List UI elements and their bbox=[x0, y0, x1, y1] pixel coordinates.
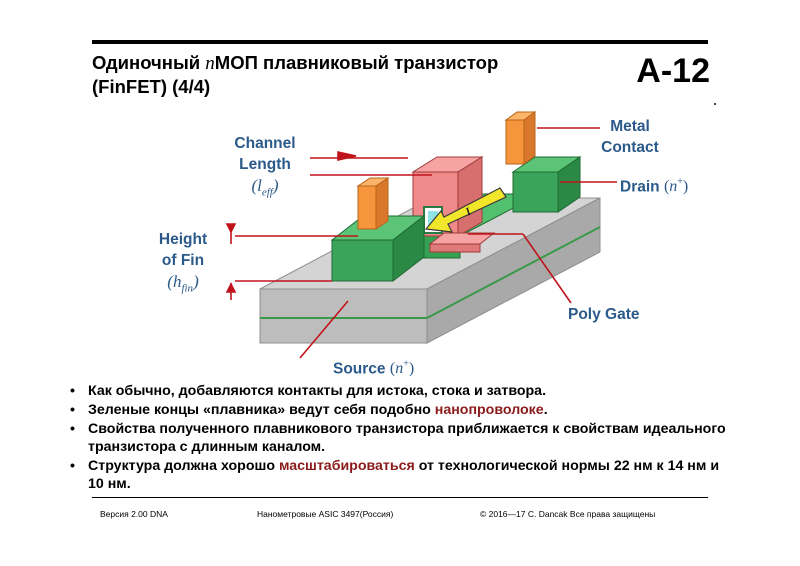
poly-gate-label: Poly Gate bbox=[568, 306, 640, 323]
footer-copyright: © 2016—17 C. Dancak Все права защищены bbox=[480, 509, 656, 519]
bullet-item: •Как обычно, добавляются контакты для ис… bbox=[70, 383, 547, 399]
drain-block bbox=[511, 156, 582, 213]
bullet-list: •Как обычно, добавляются контакты для ис… bbox=[70, 382, 730, 494]
metal-contact-source bbox=[356, 177, 390, 230]
slide-number: A-12 bbox=[636, 52, 710, 90]
bullet-item: •Зеленые концы «плавника» ведут себя под… bbox=[70, 402, 548, 418]
slide-title: Одиночный nМОП плавниковый транзистор(Fi… bbox=[92, 52, 499, 97]
metal-contact-drain bbox=[504, 111, 537, 165]
footer-course: Нанометровые ASIC 3497(Россия) bbox=[257, 509, 394, 519]
title-top-rule bbox=[92, 40, 708, 44]
footer-version: Версия 2.00 DNA bbox=[100, 509, 168, 519]
footer-rule bbox=[92, 497, 708, 498]
pointer-lines bbox=[225, 127, 617, 359]
bullet-item: •Структура должна хорошо масштабироватьс… bbox=[70, 458, 720, 492]
source-label: Source (n+) bbox=[333, 359, 415, 378]
metal-contact-label: Metal Contact bbox=[601, 118, 659, 156]
current-label: I bbox=[463, 205, 474, 218]
drain-label: Drain (n+) bbox=[620, 177, 689, 196]
corner-dot bbox=[714, 103, 716, 105]
bullet-item: •Свойства полученного плавникового транз… bbox=[70, 421, 726, 455]
channel-length-label: Channel Length (leff) bbox=[234, 135, 296, 199]
current-arrow: I bbox=[424, 187, 507, 233]
height-of-fin-label: Height of Fin (hfin) bbox=[158, 231, 208, 295]
